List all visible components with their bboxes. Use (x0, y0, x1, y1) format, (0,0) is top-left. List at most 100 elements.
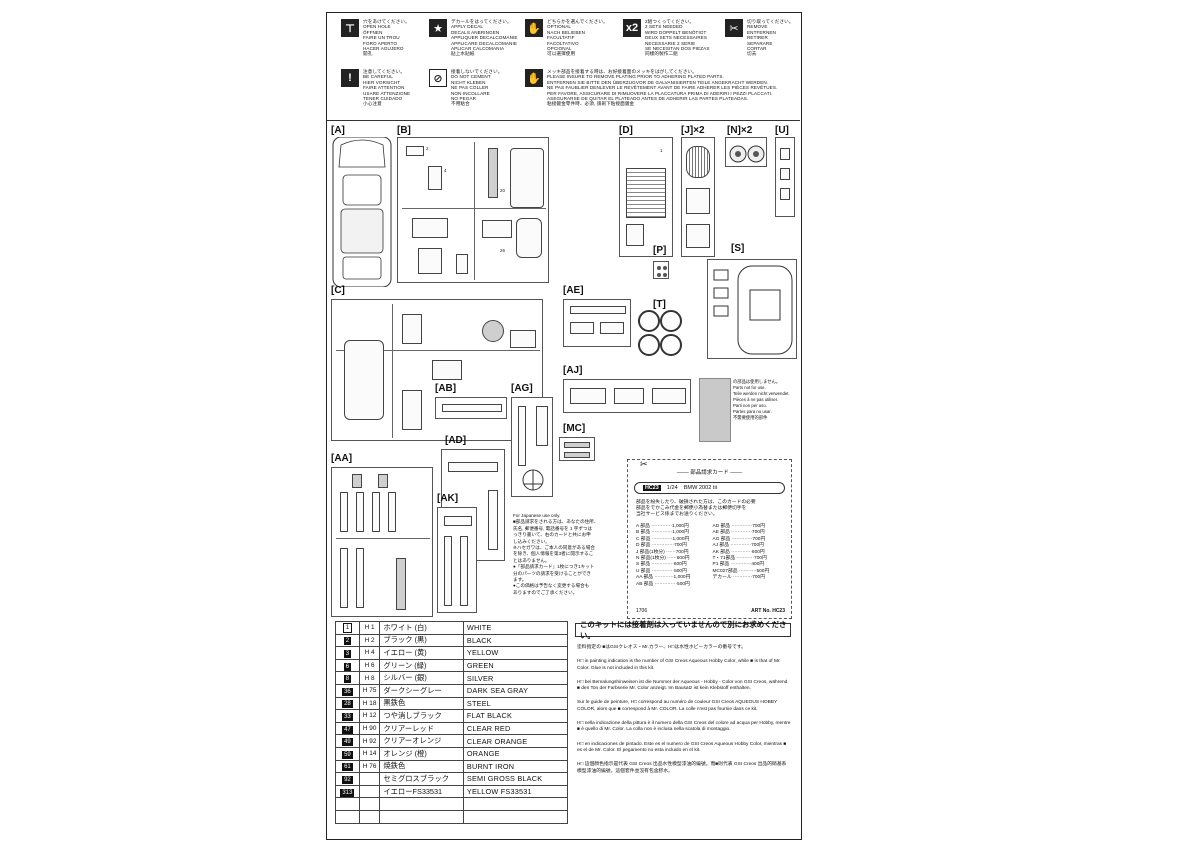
table-cell: ホワイト (白) (379, 621, 464, 635)
tree-label-d: [D] (619, 125, 633, 136)
table-cell: 59 (342, 750, 353, 759)
table-cell: SILVER (462, 671, 569, 685)
decal-star-icon: ★ (429, 19, 447, 37)
table-cell: 6 (343, 662, 352, 671)
table-cell (358, 784, 381, 799)
table-cell (358, 809, 381, 824)
table-cell: 313 (335, 784, 360, 799)
part-b8 (456, 254, 468, 274)
table-cell: ブラック (黒) (379, 633, 464, 648)
tree-label-a: [A] (331, 125, 345, 136)
part-b20 (488, 148, 498, 198)
table-cell: 92 (342, 775, 353, 784)
table-cell: H 18 (358, 696, 381, 711)
table-cell: 61 (342, 763, 353, 772)
table-row (335, 797, 569, 811)
table-cell: 28 (335, 696, 360, 711)
part-d-grille (626, 168, 666, 218)
tree-label-ak: [AK] (437, 493, 459, 504)
table-cell: 1 (335, 621, 360, 635)
table-cell: H 2 (358, 633, 381, 648)
tree-label-ad: [AD] (445, 435, 467, 446)
tree-label-aa: [AA] (331, 453, 353, 464)
table-cell: ORANGE (462, 746, 569, 761)
tree-label-c: [C] (331, 285, 345, 296)
table-cell: 47 (335, 721, 360, 736)
table-cell: クリアーレッド (379, 721, 464, 736)
table-cell (358, 797, 381, 811)
part-c-steering (482, 320, 504, 342)
table-cell: 8 (335, 671, 360, 685)
cut-icon: ✂ (725, 19, 743, 37)
tree-label-ab: [AB] (435, 383, 457, 394)
table-row (335, 809, 569, 824)
table-cell: 313 (340, 788, 355, 797)
table-cell: 49 (335, 734, 360, 748)
table-cell: 92 (335, 772, 360, 786)
part-b24 (482, 220, 512, 238)
table-cell: GREEN (462, 658, 569, 673)
table-cell: シルバー (銀) (379, 671, 464, 685)
tree-ae (563, 299, 631, 347)
tree-a (331, 136, 393, 288)
table-cell: H 90 (358, 721, 381, 736)
tree-u (775, 137, 795, 217)
table-cell: 61 (335, 759, 360, 774)
table-cell: 28 (342, 700, 353, 709)
tree-label-t: [T] (653, 299, 666, 310)
glue-notice: このキットには接着剤は入っていませんので別にお求めください。 (575, 620, 791, 640)
tree-s (707, 259, 797, 359)
table-cell: オレンジ (橙) (379, 746, 464, 761)
table-cell (358, 772, 381, 786)
table-cell (335, 797, 360, 811)
table-cell: つや消しブラック (379, 709, 464, 723)
careful-icon: ! (341, 69, 359, 87)
tree-mc (559, 437, 595, 461)
part-b-chassis (510, 148, 544, 208)
tree-label-u: [U] (775, 125, 789, 136)
not-used-swatch (699, 378, 731, 442)
table-cell: 59 (335, 746, 360, 761)
table-cell: 3 (335, 646, 360, 660)
table-cell: 47 (342, 725, 353, 734)
tree-label-b: [B] (397, 125, 411, 136)
car-body-top-view (332, 136, 392, 288)
tree-t (637, 309, 685, 359)
tree-label-n: [N]×2 (727, 125, 753, 136)
part-b1 (406, 146, 424, 156)
tree-p (653, 261, 669, 279)
part-b15 (418, 248, 442, 274)
no-cement-icon: ⊘ (429, 69, 447, 87)
part-c10 (432, 360, 462, 380)
table-cell: グリーン (緑) (379, 658, 464, 673)
table-cell: H 1 (358, 621, 381, 635)
tires-set (638, 310, 682, 356)
tree-label-mc: [MC] (563, 423, 586, 434)
plating-icon: ✋ (525, 69, 543, 87)
tree-ab (435, 397, 507, 419)
tree-j (681, 137, 715, 257)
tree-label-ae: [AE] (563, 285, 584, 296)
japanese-order-note: For Japanese use only. ■部品請求をされる方は、あなたの住… (513, 513, 599, 595)
table-cell: CLEAR RED (462, 721, 569, 736)
table-cell: H 92 (358, 734, 381, 748)
table-cell: 33 (335, 709, 360, 723)
table-cell: 黒鉄色 (379, 696, 464, 711)
table-cell: 8 (343, 675, 352, 684)
table-cell (462, 797, 569, 811)
tree-ak (437, 507, 477, 613)
